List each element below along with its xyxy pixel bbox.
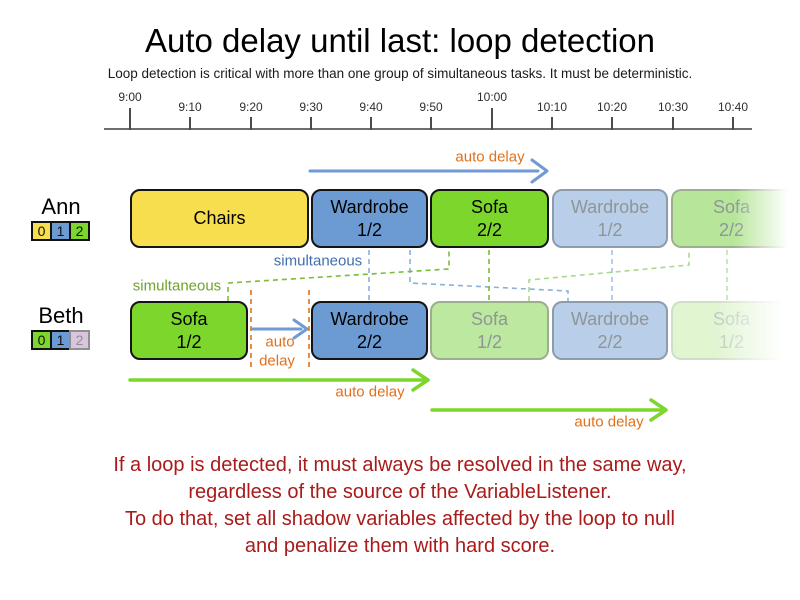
task-progress: 1/2: [176, 331, 202, 352]
task-progress: 2/2: [718, 219, 745, 240]
row-name-ann: Ann: [41, 194, 81, 219]
ann-badge-row: 0 1 2: [31, 221, 90, 241]
task-progress: 2/2: [356, 331, 383, 352]
task-beth-wardrobe-ghost: Wardrobe 2/2: [552, 301, 668, 360]
wardrobe-connector-blue-2: [409, 250, 569, 301]
beth-badge-0: 0: [31, 330, 52, 350]
task-progress: 2/2: [476, 219, 503, 240]
tick-label-9-10: 9:10: [178, 100, 202, 114]
tick-label-10-30: 10:30: [657, 100, 689, 114]
note-line-3: To do that, set all shadow variables aff…: [125, 508, 675, 530]
task-label: Wardrobe: [330, 196, 409, 217]
task-label: Sofa: [712, 308, 751, 329]
beth-badge-2: 2: [69, 330, 90, 350]
tick-label-9-30: 9:30: [299, 100, 323, 114]
auto-delay-label-green-2: auto delay: [574, 413, 644, 431]
page-title: Auto delay until last: loop detection: [144, 22, 655, 59]
task-label: Chairs: [193, 208, 246, 228]
task-label: Sofa: [712, 196, 751, 217]
page-subtitle: Loop detection is critical with more tha…: [107, 66, 693, 81]
tick-label-9-20: 9:20: [239, 100, 263, 114]
beth-badge-row: 0 1 2: [31, 330, 90, 350]
note-line-1: If a loop is detected, it must always be…: [113, 454, 687, 476]
loop-resolution-note: If a loop is detected, it must always be…: [0, 452, 800, 560]
note-line-4: and penalize them with hard score.: [244, 535, 556, 557]
task-progress: 2/2: [597, 331, 623, 352]
simultaneous-label-blue: simultaneous: [273, 252, 363, 270]
tick-label-10-10: 10:10: [536, 100, 568, 114]
row-name-beth: Beth: [38, 303, 84, 328]
tick-label-10-00: 10:00: [476, 90, 508, 104]
ann-badge-1: 1: [50, 221, 71, 241]
task-ann-wardrobe-ghost: Wardrobe 1/2: [552, 189, 668, 248]
ann-badge-2: 2: [69, 221, 90, 241]
auto-delay-label-beth-2: delay: [259, 352, 295, 370]
tick-label-9-40: 9:40: [359, 100, 383, 114]
task-ann-sofa-half2: Sofa 2/2: [430, 189, 549, 248]
task-ann-wardrobe-half1: Wardrobe 1/2: [311, 189, 428, 248]
auto-delay-label-beth-1: auto: [265, 333, 295, 351]
tick-label-9-50: 9:50: [419, 100, 443, 114]
simultaneous-label-green: simultaneous: [132, 277, 222, 295]
task-ann-chairs: Chairs: [130, 189, 309, 248]
task-label: Sofa: [470, 308, 509, 329]
tick-label-10-40: 10:40: [717, 100, 749, 114]
task-beth-sofa-half1: Sofa 1/2: [130, 301, 248, 360]
task-progress: 1/2: [597, 219, 623, 240]
ann-badge-0: 0: [31, 221, 52, 241]
tick-label-10-20: 10:20: [596, 100, 628, 114]
task-label: Wardrobe: [570, 196, 650, 217]
auto-delay-label-green-1: auto delay: [335, 383, 405, 401]
task-beth-sofa-ghost-2: Sofa 1/2: [671, 301, 792, 360]
tick-label-9-00: 9:00: [118, 90, 142, 104]
task-beth-wardrobe-half2: Wardrobe 2/2: [311, 301, 428, 360]
task-progress: 1/2: [718, 331, 745, 352]
task-label: Sofa: [170, 308, 208, 329]
task-label: Wardrobe: [330, 308, 409, 329]
task-label: Sofa: [470, 196, 509, 217]
task-progress: 1/2: [476, 331, 503, 352]
note-line-2: regardless of the source of the Variable…: [188, 481, 612, 503]
sofa-connector-green-3: [528, 250, 690, 301]
auto-delay-label-top: auto delay: [455, 148, 525, 166]
task-ann-sofa-ghost: Sofa 2/2: [671, 189, 792, 248]
task-beth-sofa-ghost-1: Sofa 1/2: [430, 301, 549, 360]
task-progress: 1/2: [356, 219, 383, 240]
beth-badge-1: 1: [50, 330, 71, 350]
task-label: Wardrobe: [570, 308, 650, 329]
